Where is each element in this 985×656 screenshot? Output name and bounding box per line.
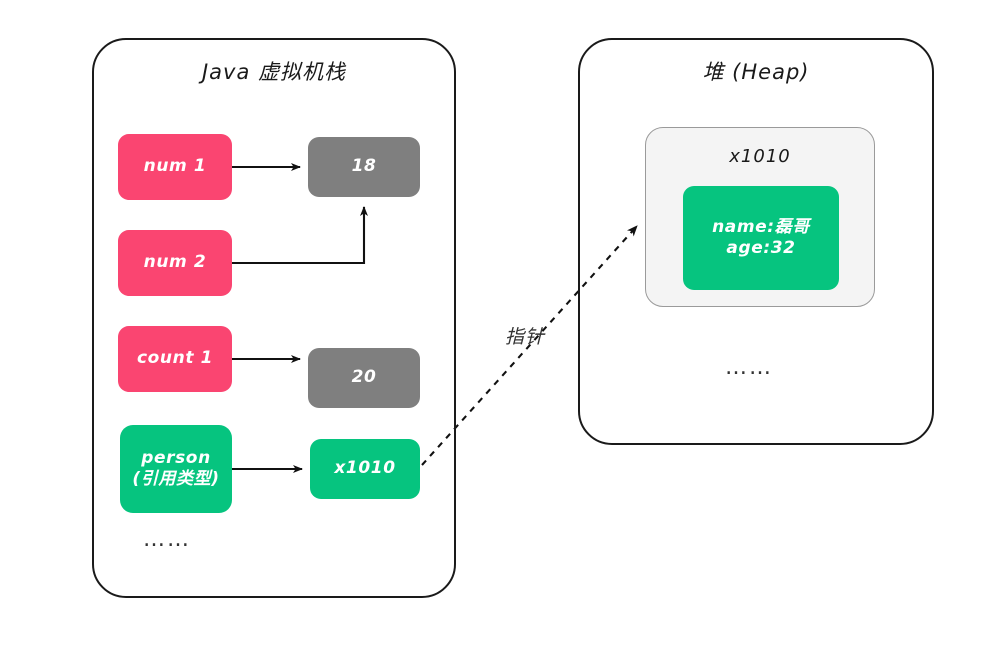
stack-variable-num1[interactable]: num 1 [118, 134, 232, 200]
java-stack-panel: Java 虚拟机栈 [92, 38, 456, 598]
heap-panel-title: 堆 (Heap) [702, 60, 810, 84]
heap-panel: 堆 (Heap) [578, 38, 934, 445]
heap-object-fields-label: name:磊哥 age:32 [706, 217, 816, 260]
stack-variable-num1-label: num 1 [143, 156, 207, 177]
heap-object-fields[interactable]: name:磊哥 age:32 [683, 186, 839, 290]
stack-variable-person-type: (引用类型) [132, 469, 220, 489]
stack-value-20[interactable]: 20 [308, 348, 420, 408]
arrow-pointer-to-heap [421, 225, 638, 466]
heap-object-field-age: age:32 [726, 238, 796, 258]
stack-variable-person-label: person (引用类型) [126, 448, 225, 491]
pointer-label: 指针 [505, 326, 546, 348]
heap-object-address: x1010 [729, 146, 791, 167]
arrow-num2-to-18 [232, 206, 368, 265]
stack-value-20-label: 20 [351, 367, 377, 388]
stack-value-address[interactable]: x1010 [310, 439, 420, 499]
stack-variable-person[interactable]: person (引用类型) [120, 425, 232, 513]
stack-variable-num2-label: num 2 [143, 252, 207, 273]
stack-variable-count1-label: count 1 [136, 348, 214, 369]
heap-object-field-name: name:磊哥 [712, 216, 810, 237]
stack-value-18-label: 18 [351, 156, 377, 177]
stack-variable-num2[interactable]: num 2 [118, 230, 232, 296]
stack-panel-title: Java 虚拟机栈 [201, 60, 347, 84]
stack-value-address-label: x1010 [334, 458, 396, 479]
stack-variable-count1[interactable]: count 1 [118, 326, 232, 392]
stack-variable-person-name: person [141, 447, 211, 468]
stack-ellipsis: …… [143, 527, 191, 552]
stack-value-18[interactable]: 18 [308, 137, 420, 197]
heap-ellipsis: …… [725, 355, 773, 380]
